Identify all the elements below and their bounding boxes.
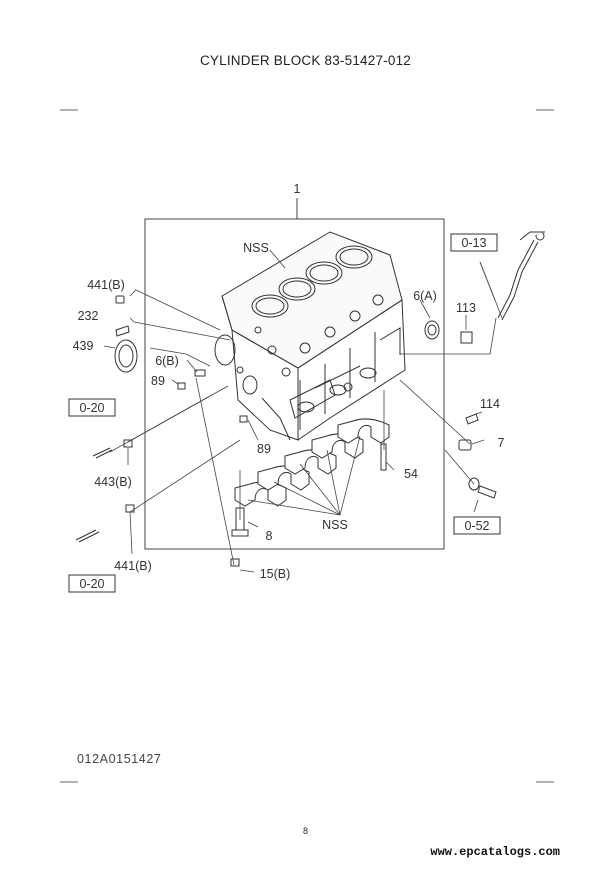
label-439: 439 <box>73 339 94 353</box>
page-number: 8 <box>302 826 308 836</box>
label-114: 114 <box>480 397 500 411</box>
assembly-frame <box>144 198 445 550</box>
label-nss-top: NSS <box>243 241 269 255</box>
label-1: 1 <box>294 182 301 196</box>
watermark-url: www.epcatalogs.com <box>430 845 560 859</box>
crop-marks <box>60 109 554 783</box>
label-89-mid: 89 <box>257 442 271 456</box>
ref-0-20-top: 0-20 <box>79 401 104 415</box>
label-232: 232 <box>78 309 99 323</box>
ref-0-13: 0-13 <box>461 236 486 250</box>
reference-boxes <box>68 233 501 593</box>
label-89-left: 89 <box>151 374 165 388</box>
label-441b-top: 441(B) <box>87 278 125 292</box>
label-8: 8 <box>266 529 273 543</box>
main-bearing-caps <box>234 418 390 507</box>
label-113: 113 <box>456 301 476 315</box>
ref-0-52: 0-52 <box>464 519 489 533</box>
label-15b: 15(B) <box>260 567 291 581</box>
leader-lines <box>103 249 503 573</box>
label-7: 7 <box>498 436 505 450</box>
ref-0-20-bottom: 0-20 <box>79 577 104 591</box>
document-number: 012A0151427 <box>77 752 162 766</box>
label-6b: 6(B) <box>155 354 179 368</box>
label-6a: 6(A) <box>413 289 437 303</box>
label-54: 54 <box>404 467 418 481</box>
cylinder-block-illustration <box>214 231 406 441</box>
label-443b: 443(B) <box>94 475 132 489</box>
label-nss-bottom: NSS <box>322 518 348 532</box>
page-title: CYLINDER BLOCK 83-51427-012 <box>199 53 411 68</box>
small-parts <box>75 231 545 567</box>
label-441b-bottom: 441(B) <box>114 559 152 573</box>
